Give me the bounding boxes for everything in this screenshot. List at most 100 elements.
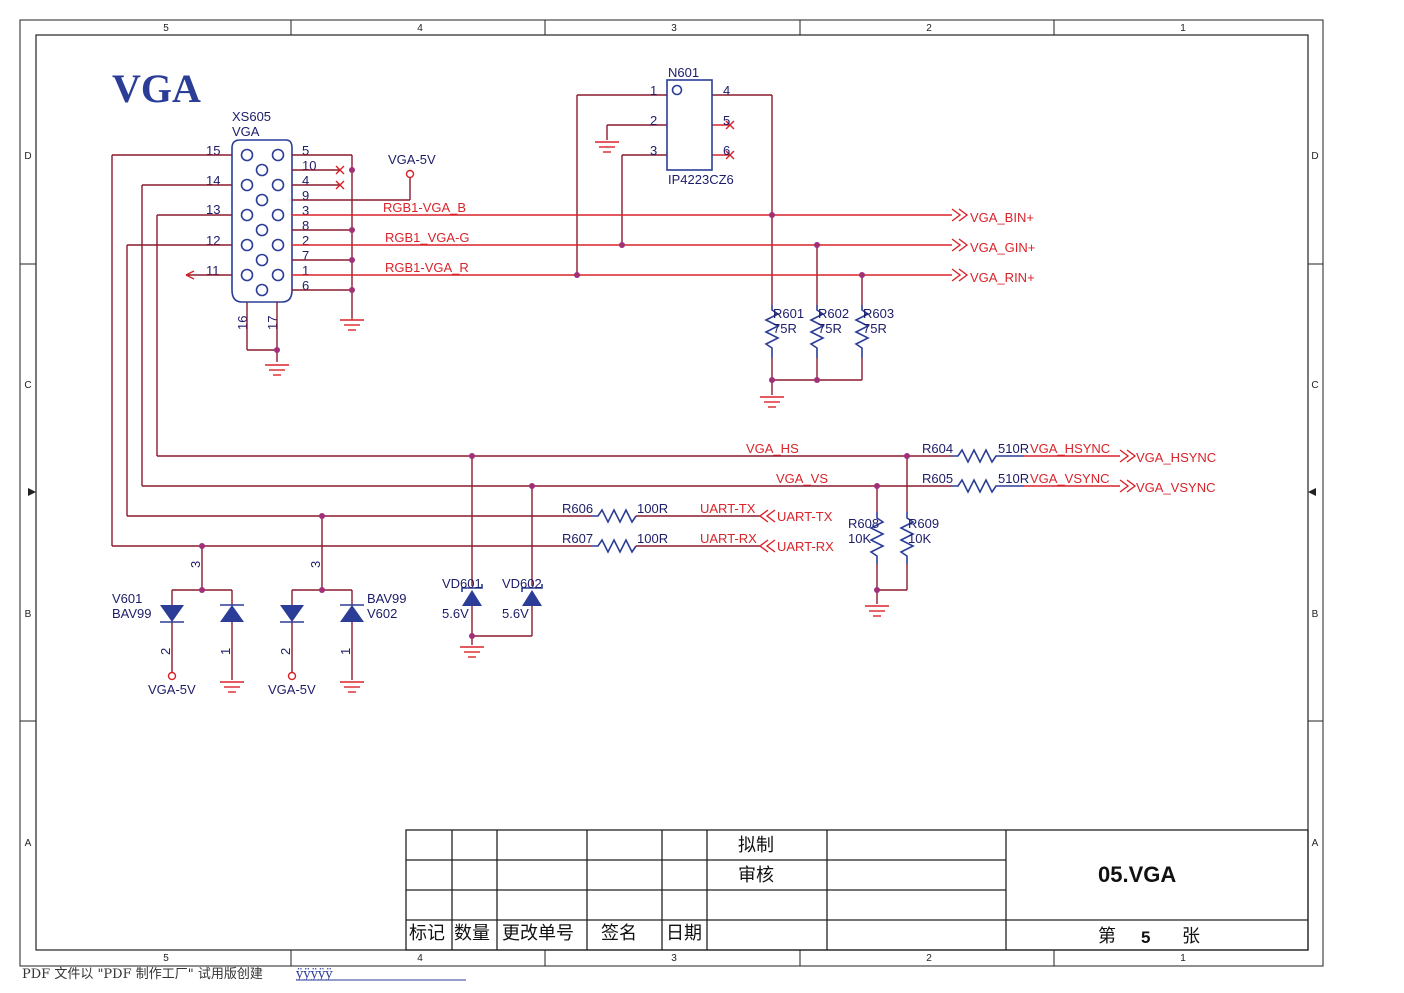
pin-number: 4	[302, 173, 309, 188]
net-label: RGB1_VGA-G	[385, 230, 470, 245]
diode-pin: 3	[188, 561, 203, 568]
title-block-date: 日期	[666, 923, 702, 944]
port-label: VGA_BIN+	[970, 210, 1034, 225]
zener-ref: VD602	[502, 576, 542, 591]
frame-row-label: B	[1312, 609, 1319, 620]
frame-col-label: 4	[417, 23, 423, 34]
net-label: VGA_VSYNC	[1030, 471, 1109, 486]
net-label: RGB1-VGA_B	[383, 200, 466, 215]
net-label: RGB1-VGA_R	[385, 260, 469, 275]
ic-pin: 1	[650, 83, 657, 98]
frame-col-label: 4	[417, 953, 423, 964]
frame-col-label: 2	[926, 953, 932, 964]
resistor-value: 75R	[773, 321, 797, 336]
junction-dots	[199, 167, 910, 639]
port-label: VGA_HSYNC	[1136, 450, 1216, 465]
resistor-value: 10K	[908, 531, 931, 546]
port-arrow-icon	[758, 208, 1137, 553]
sheet-suffix: 张	[1182, 926, 1200, 947]
net-label: UART-RX	[700, 531, 757, 546]
drawing-frame	[19, 19, 1324, 967]
port-label: VGA_VSYNC	[1136, 480, 1215, 495]
title-block-review: 审核	[738, 865, 774, 886]
diode-pin: 2	[158, 648, 173, 655]
frame-col-label: 3	[671, 953, 677, 964]
diode-ref: V601	[112, 591, 142, 606]
title-block-draft: 拟制	[738, 835, 774, 856]
ground-symbol	[220, 141, 889, 693]
net-label: VGA_VS	[776, 471, 828, 486]
resistor-value: 510R	[998, 441, 1029, 456]
resistor-ref: R605	[922, 471, 953, 486]
resistor-ref: R607	[562, 531, 593, 546]
resistor-value: 75R	[863, 321, 887, 336]
title-block-change: 更改单号	[502, 923, 574, 944]
resistor-value: 75R	[818, 321, 842, 336]
frame-row-label: D	[1311, 151, 1318, 162]
title-block-qty: 数量	[454, 923, 490, 944]
frame-row-label: D	[24, 151, 31, 162]
frame-row-label: C	[1311, 380, 1318, 391]
diode-part: BAV99	[367, 591, 407, 606]
pin-number: 17	[265, 316, 280, 330]
pin-number: 12	[206, 233, 220, 248]
diode-pin: 2	[278, 648, 293, 655]
resistor-value: 100R	[637, 531, 668, 546]
port-label: UART-TX	[777, 509, 833, 524]
port-label: UART-RX	[777, 539, 834, 554]
port-label: VGA_RIN+	[970, 270, 1035, 285]
footer-text: PDF 文件以 "PDF 制作工厂" 试用版创建	[22, 967, 263, 982]
resistor-ref: R608	[848, 516, 879, 531]
frame-row-label: A	[1312, 838, 1319, 849]
diode-part: BAV99	[112, 606, 152, 621]
net-label: VGA_HSYNC	[1030, 441, 1110, 456]
resistor-ref: R606	[562, 501, 593, 516]
ic-body	[666, 79, 713, 171]
ic-pin: 3	[650, 143, 657, 158]
ic-pin: 4	[723, 83, 730, 98]
diode-pin: 3	[308, 561, 323, 568]
frame-col-label: 5	[163, 23, 169, 34]
footer-link[interactable]: ÿÿÿÿÿ	[295, 967, 333, 982]
frame-row-label: B	[25, 609, 32, 620]
title-block	[405, 829, 1309, 951]
frame-col-label: 5	[163, 953, 169, 964]
sheet-title: VGA	[112, 66, 201, 111]
ic-ref: N601	[668, 65, 699, 80]
pin-number: 5	[302, 143, 309, 158]
ic-pin: 5	[723, 113, 730, 128]
port-label: VGA_GIN+	[970, 240, 1035, 255]
resistor-ref: R601	[773, 306, 804, 321]
net-label: VGA_HS	[746, 441, 799, 456]
power-symbol	[405, 169, 415, 179]
frame-row-label: A	[25, 838, 32, 849]
pin-number: 13	[206, 202, 220, 217]
sheet-prefix: 第	[1098, 926, 1116, 947]
pin-number: 7	[302, 248, 309, 263]
connector-type: VGA	[232, 124, 260, 139]
resistor-ref: R604	[922, 441, 953, 456]
power-symbol	[167, 671, 177, 681]
zener-ref: VD601	[442, 576, 482, 591]
sheet-number: 5	[1141, 928, 1150, 947]
resistor-symbol	[592, 305, 1024, 564]
pin-number: 3	[302, 203, 309, 218]
ic-pin: 6	[723, 143, 730, 158]
pin-number: 15	[206, 143, 220, 158]
frame-col-label: 1	[1180, 953, 1186, 964]
ic-pin1-mark	[671, 84, 683, 96]
pin-number: 6	[302, 278, 309, 293]
resistor-value: 10K	[848, 531, 871, 546]
bav99-diode-symbol	[160, 604, 364, 623]
net-label: UART-TX	[700, 501, 756, 516]
ic-part: IP4223CZ6	[668, 172, 734, 187]
diode-pin: 1	[218, 648, 233, 655]
zener-value: 5.6V	[442, 606, 469, 621]
resistor-ref: R602	[818, 306, 849, 321]
frame-col-label: 3	[671, 23, 677, 34]
vga-connector	[231, 139, 293, 303]
resistor-ref: R603	[863, 306, 894, 321]
pin-number: 8	[302, 218, 309, 233]
pin-number: 2	[302, 233, 309, 248]
